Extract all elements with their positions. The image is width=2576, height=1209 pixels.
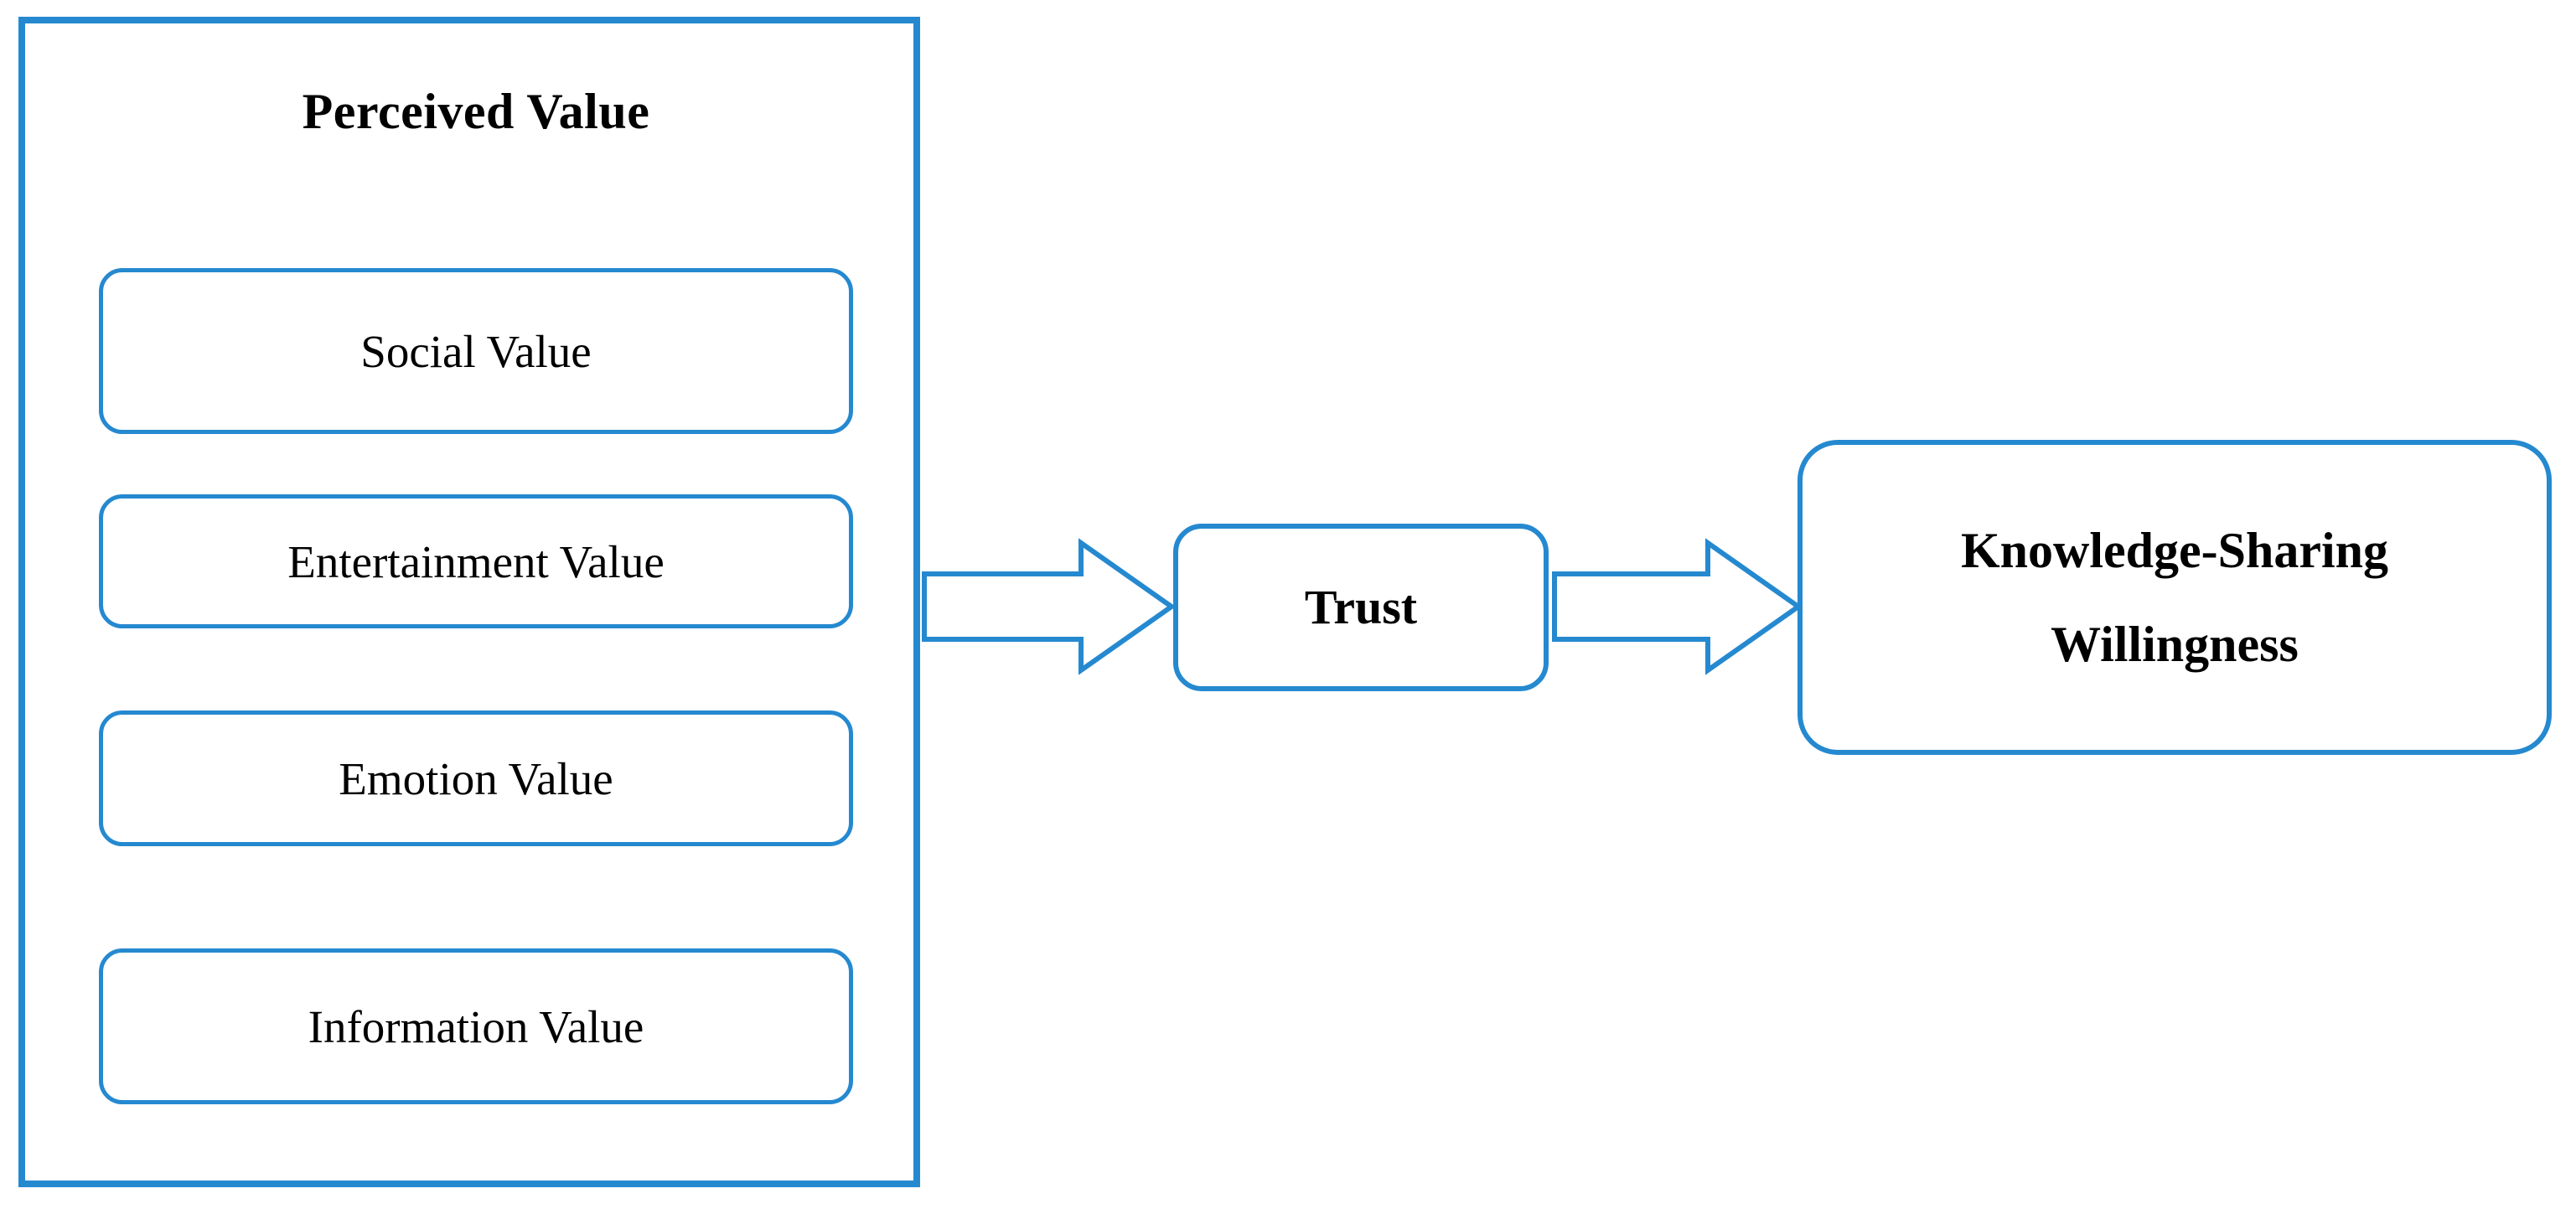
value-box-label: Emotion Value [339, 752, 613, 804]
node-outcome-label-line-1: Knowledge-Sharing [1960, 523, 2389, 578]
arrow-right-icon-perceived-value-to-trust [922, 536, 1177, 677]
node-outcome-label-line-2: Willingness [2051, 617, 2299, 672]
value-box-emotion[interactable]: Emotion Value [99, 710, 853, 846]
node-trust[interactable]: Trust [1173, 524, 1549, 691]
value-box-social[interactable]: Social Value [99, 268, 853, 434]
arrow-right-icon-trust-to-knowledge-sharing [1552, 536, 1803, 677]
value-box-label: Entertainment Value [287, 535, 665, 587]
value-box-information[interactable]: Information Value [99, 948, 853, 1104]
value-box-label: Information Value [308, 1000, 644, 1052]
perceived-value-group: Perceived Value Social Value Entertainme… [18, 17, 920, 1187]
perceived-value-title: Perceived Value [302, 84, 650, 139]
value-box-entertainment[interactable]: Entertainment Value [99, 494, 853, 628]
node-trust-label: Trust [1304, 580, 1418, 634]
value-box-label: Social Value [360, 325, 592, 377]
node-knowledge-sharing-willingness[interactable]: Knowledge-Sharing Willingness [1798, 440, 2552, 755]
